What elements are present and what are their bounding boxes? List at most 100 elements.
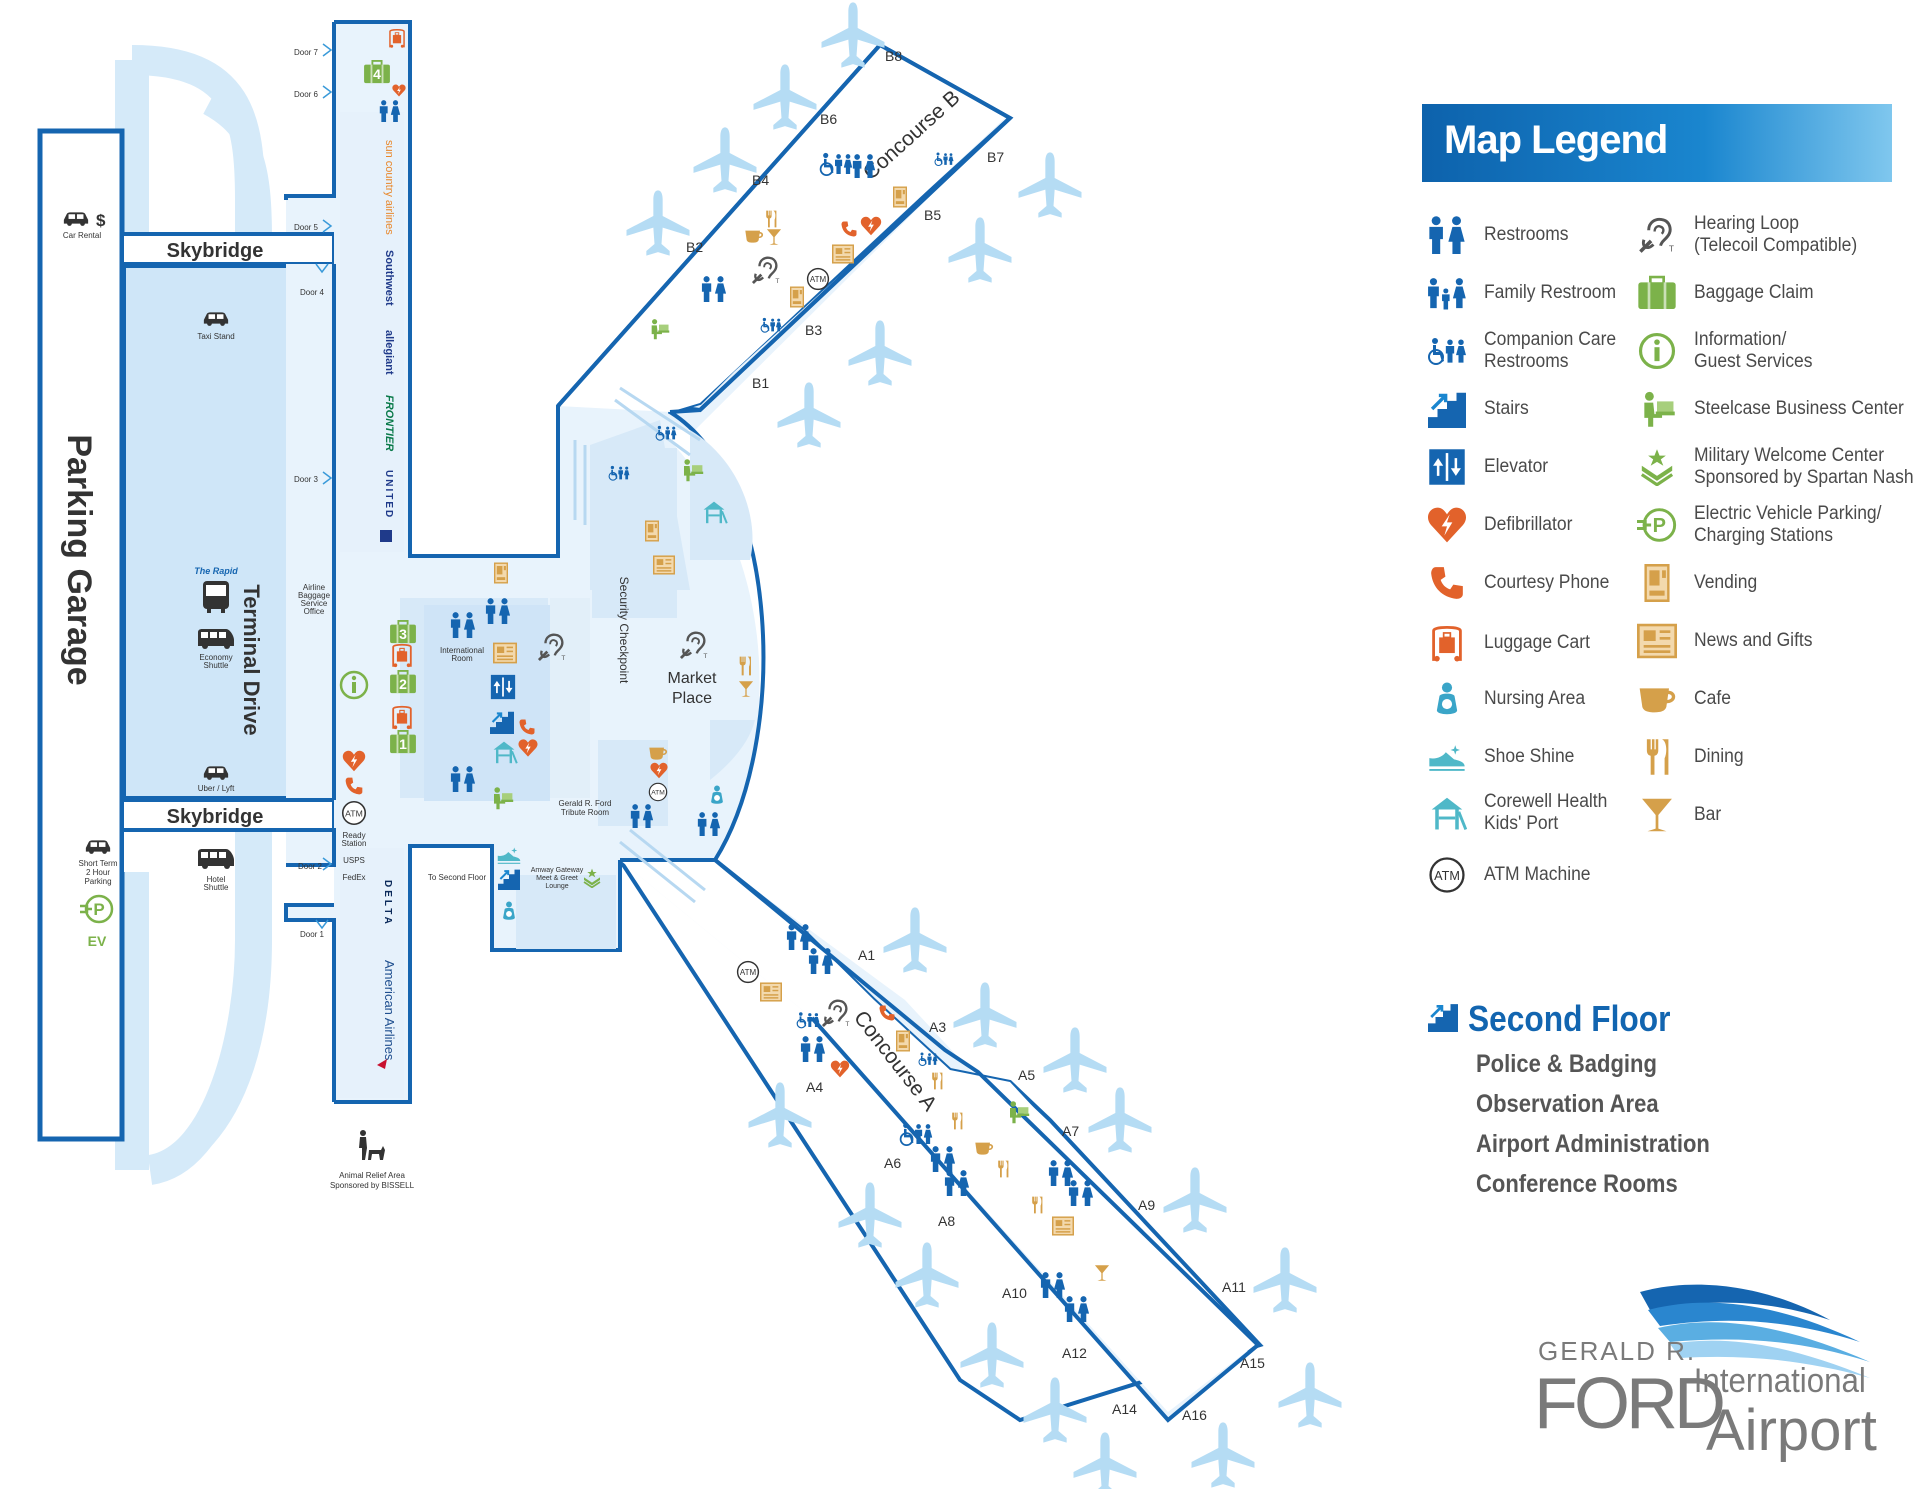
svg-text:DELTA: DELTA xyxy=(382,880,393,927)
svg-text:Shuttle: Shuttle xyxy=(204,661,229,670)
elevator-icon xyxy=(1424,444,1470,490)
legend-label: Companion Care xyxy=(1484,329,1617,350)
svg-text:A1: A1 xyxy=(858,947,875,963)
courtesy-phone-icon xyxy=(1424,560,1470,606)
military-center-icon xyxy=(1634,444,1680,490)
svg-text:American Airlines: American Airlines xyxy=(382,960,397,1061)
stairs-icon xyxy=(1428,1002,1458,1032)
legend-label: ATM Machine xyxy=(1484,864,1591,885)
svg-text:A14: A14 xyxy=(1112,1401,1137,1417)
terminal-drive-label: Terminal Drive xyxy=(239,584,264,735)
svg-text:Shuttle: Shuttle xyxy=(204,883,229,892)
fedex-label: FedEx xyxy=(342,873,365,882)
svg-text:Sponsored by BISSELL: Sponsored by BISSELL xyxy=(330,1181,415,1190)
legend-label: Baggage Claim xyxy=(1694,282,1814,303)
svg-text:A11: A11 xyxy=(1222,1279,1246,1295)
bar-icon xyxy=(1634,792,1680,838)
concourse-a xyxy=(620,858,1261,1423)
legend-item-elevator: Elevator xyxy=(1424,444,1554,490)
legend-item-hearing: Hearing Loop(Telecoil Compatible) xyxy=(1634,212,1871,258)
svg-text:Southwest: Southwest xyxy=(383,250,395,306)
svg-text:Tribute Room: Tribute Room xyxy=(561,808,610,817)
security-label: Security Checkpoint xyxy=(617,577,631,684)
svg-text:Market: Market xyxy=(668,670,717,687)
legend-label: Defibrillator xyxy=(1484,514,1573,535)
svg-text:International: International xyxy=(1694,1361,1866,1400)
legend-label: Bar xyxy=(1694,804,1722,825)
concourse-b xyxy=(556,42,1014,414)
business-center-icon xyxy=(1634,386,1680,432)
vending-icon xyxy=(1634,560,1680,606)
stairs-icon xyxy=(1424,386,1470,432)
skybridge-bottom-label: Skybridge xyxy=(167,806,264,828)
svg-text:FRONTIER: FRONTIER xyxy=(383,395,395,451)
legend-label: Restrooms xyxy=(1484,224,1569,245)
skybridge-top xyxy=(120,232,336,266)
legend-item-ev: Electric Vehicle Parking/Charging Statio… xyxy=(1634,502,1898,548)
ev-label: EV xyxy=(88,933,107,949)
legend-label-line2: Guest Services xyxy=(1694,351,1813,372)
svg-text:Service: Service xyxy=(301,599,328,608)
svg-text:Door 1: Door 1 xyxy=(300,930,325,939)
baggage-claim-icon xyxy=(1634,270,1680,316)
svg-text:Short Term: Short Term xyxy=(79,859,118,868)
dining-icon xyxy=(1634,734,1680,780)
parking-garage-label: Parking Garage xyxy=(60,434,98,685)
legend-item-dining: Dining xyxy=(1634,734,1748,780)
svg-text:B4: B4 xyxy=(752,172,769,188)
svg-text:Baggage: Baggage xyxy=(298,591,331,600)
svg-text:A9: A9 xyxy=(1138,1197,1155,1213)
svg-text:Meet & Greet: Meet & Greet xyxy=(536,875,578,882)
svg-text:3: 3 xyxy=(399,626,407,642)
skybridge-top-label: Skybridge xyxy=(167,240,264,262)
legend-label: Courtesy Phone xyxy=(1484,572,1610,593)
hotel-shuttle-icon xyxy=(198,849,234,869)
legend-label: Cafe xyxy=(1694,688,1731,709)
svg-text:A10: A10 xyxy=(1002,1285,1027,1301)
svg-text:GERALD R.: GERALD R. xyxy=(1538,1336,1696,1366)
news-gifts-icon xyxy=(1634,618,1680,664)
svg-text:A15: A15 xyxy=(1240,1355,1265,1371)
airport-logo: GERALD R. FORD International Airport xyxy=(1530,1280,1910,1480)
svg-text:Parking: Parking xyxy=(84,877,111,886)
defibrillator-icon xyxy=(1424,502,1470,548)
svg-text:B7: B7 xyxy=(987,149,1004,165)
luggage-cart-icon xyxy=(1424,620,1470,666)
svg-text:Station: Station xyxy=(342,839,367,848)
companion-care-icon xyxy=(1424,328,1470,374)
family-restroom-icon xyxy=(1424,270,1470,316)
legend-item-nursing: Nursing Area xyxy=(1424,676,1594,722)
svg-text:Door 2: Door 2 xyxy=(298,862,323,871)
svg-text:A16: A16 xyxy=(1182,1407,1207,1423)
legend-item-shoe: Shoe Shine xyxy=(1424,734,1582,780)
legend-label: Vending xyxy=(1694,572,1758,593)
svg-text:Airport: Airport xyxy=(1706,1398,1877,1463)
legend-item-family: Family Restroom xyxy=(1424,270,1628,316)
svg-text:B5: B5 xyxy=(924,207,941,223)
legend-header: Map Legend xyxy=(1422,104,1892,182)
svg-text:International: International xyxy=(440,646,484,655)
legend-item-phone: Courtesy Phone xyxy=(1424,560,1620,606)
legend-label: Corewell Health xyxy=(1484,791,1608,812)
svg-text:Office: Office xyxy=(304,607,325,616)
svg-text:B2: B2 xyxy=(686,239,703,255)
svg-text:Lounge: Lounge xyxy=(545,883,568,890)
svg-text:A7: A7 xyxy=(1062,1123,1079,1139)
svg-text:Economy: Economy xyxy=(199,653,232,662)
legend-item-news: News and Gifts xyxy=(1634,618,1823,664)
legend-label: Shoe Shine xyxy=(1484,746,1575,767)
svg-text:2: 2 xyxy=(399,676,407,692)
svg-text:Door 4: Door 4 xyxy=(300,288,325,297)
second-floor-title: Second Floor xyxy=(1468,998,1671,1039)
legend-item-bar: Bar xyxy=(1634,792,1724,838)
svg-text:B6: B6 xyxy=(820,111,837,127)
legend-item-atm: ATM Machine xyxy=(1424,852,1600,898)
svg-text:2 Hour: 2 Hour xyxy=(86,868,110,877)
svg-text:Door 5: Door 5 xyxy=(294,223,319,232)
economy-shuttle-icon xyxy=(198,629,234,649)
svg-text:A12: A12 xyxy=(1062,1345,1087,1361)
svg-text:Door 6: Door 6 xyxy=(294,90,319,99)
